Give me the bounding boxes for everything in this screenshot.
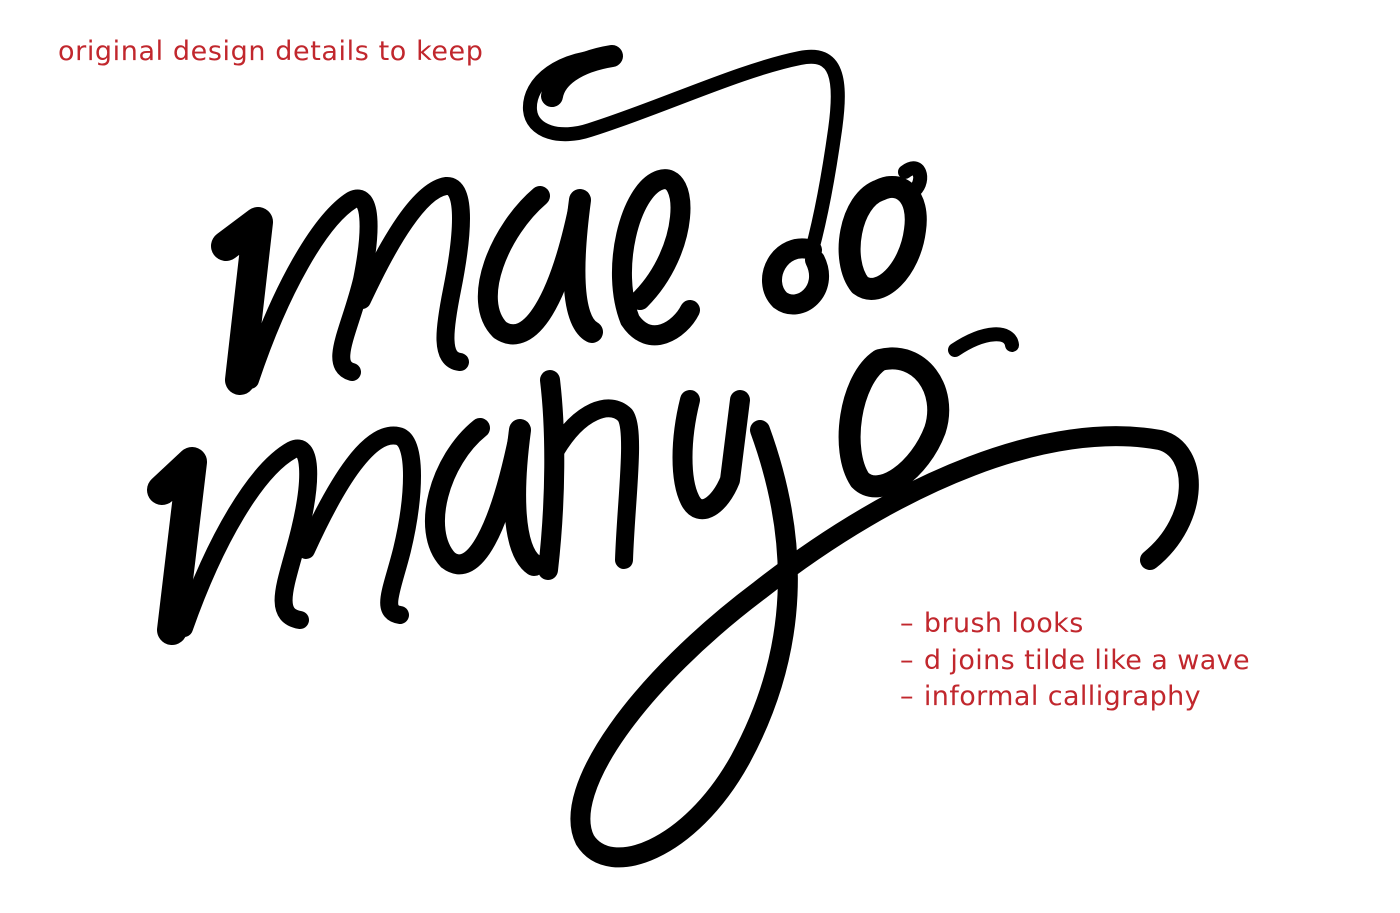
note-text: d joins tilde like a wave — [923, 644, 1251, 676]
heading-text: original design details to keep — [58, 36, 484, 67]
line-one-letters — [211, 161, 928, 395]
note-item: –brush looks — [900, 606, 1250, 643]
note-dash: – — [900, 681, 914, 712]
note-item: –d joins tilde like a wave — [900, 643, 1250, 680]
line-two-letters — [147, 327, 1199, 868]
note-dash: – — [900, 608, 914, 639]
tilde-wave-stroke — [522, 45, 845, 257]
note-dash: – — [900, 644, 914, 676]
design-notes-list: –brush looks –d joins tilde like a wave … — [900, 606, 1250, 716]
note-item: –informal calligraphy — [900, 679, 1250, 716]
note-text: informal calligraphy — [923, 681, 1202, 712]
note-text: brush looks — [923, 608, 1084, 639]
